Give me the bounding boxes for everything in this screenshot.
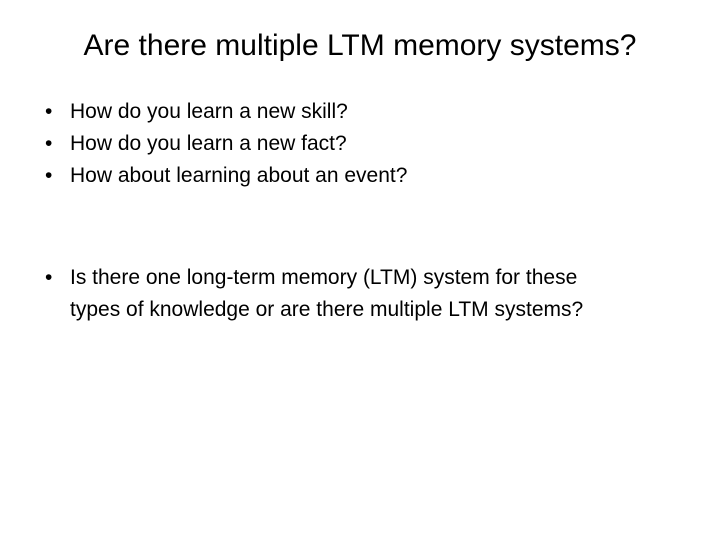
bullet-icon: • <box>45 132 53 155</box>
bullet-text: Is there one long-term memory (LTM) syst… <box>70 262 583 326</box>
bullet-text: How do you learn a new fact? <box>70 132 347 155</box>
list-item: • How do you learn a new fact? <box>45 128 407 160</box>
bullet-text: How do you learn a new skill? <box>70 100 348 123</box>
bullet-icon: • <box>45 164 53 187</box>
bullet-list-main-question: • Is there one long-term memory (LTM) sy… <box>45 262 583 326</box>
list-item: • How about learning about an event? <box>45 160 407 192</box>
list-item: • How do you learn a new skill? <box>45 96 407 128</box>
bullet-list-questions: • How do you learn a new skill? • How do… <box>45 96 407 192</box>
list-item: • Is there one long-term memory (LTM) sy… <box>45 262 583 326</box>
bullet-icon: • <box>45 266 53 289</box>
slide-title: Are there multiple LTM memory systems? <box>83 29 637 62</box>
bullet-text-line: Is there one long-term memory (LTM) syst… <box>70 266 578 289</box>
bullet-text-line: types of knowledge or are there multiple… <box>70 298 584 321</box>
bullet-text: How about learning about an event? <box>70 164 408 187</box>
bullet-icon: • <box>45 100 53 123</box>
